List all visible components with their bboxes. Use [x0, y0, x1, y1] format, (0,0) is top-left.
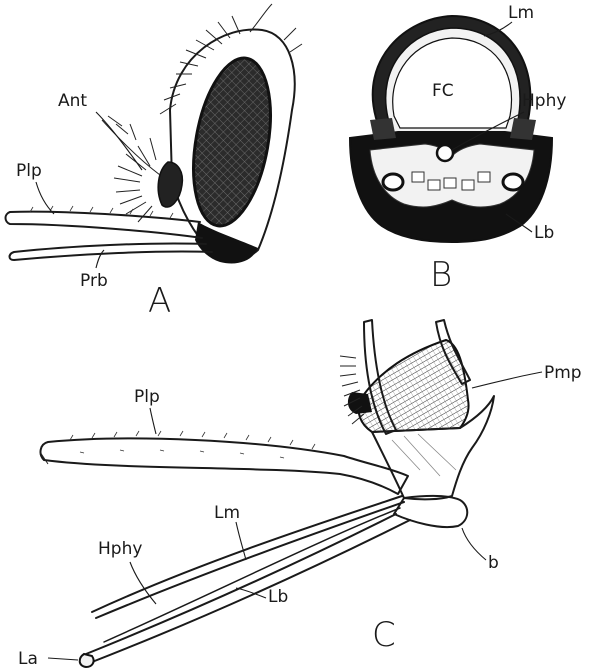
panel-c-letter: C — [372, 615, 396, 655]
panel-a-letter: A — [148, 281, 171, 321]
panel-c-mouthparts-drawing — [40, 320, 494, 667]
panel-c-label-lb: Lb — [268, 587, 288, 607]
panel-c-label-la: La — [18, 649, 38, 669]
panel-b-label-lb: Lb — [534, 223, 554, 243]
compound-eye — [182, 52, 282, 232]
antenna-arista-bristles — [102, 116, 160, 222]
hypopharynx-tube — [437, 145, 453, 161]
panel-c-label-pmp: Pmp — [544, 363, 582, 383]
panel-a-label-ant: Ant — [58, 91, 87, 111]
panel-a-label-plp: Plp — [16, 161, 42, 181]
panel-c-label-hphy: Hphy — [98, 539, 142, 559]
panel-b-label-lm: Lm — [508, 3, 534, 23]
panel-a-head-drawing — [6, 4, 303, 263]
panel-c-label-b: b — [488, 553, 499, 573]
panel-b-cross-section — [350, 16, 552, 242]
panel-b-letter: B — [430, 255, 452, 295]
panel-c-label-plp: Plp — [134, 387, 160, 407]
panel-b-label-hphy: Hphy — [522, 91, 566, 111]
panel-a-label-prb: Prb — [80, 271, 108, 291]
panel-b-label-fc: FC — [432, 81, 454, 101]
panel-c-label-lm: Lm — [214, 503, 240, 523]
